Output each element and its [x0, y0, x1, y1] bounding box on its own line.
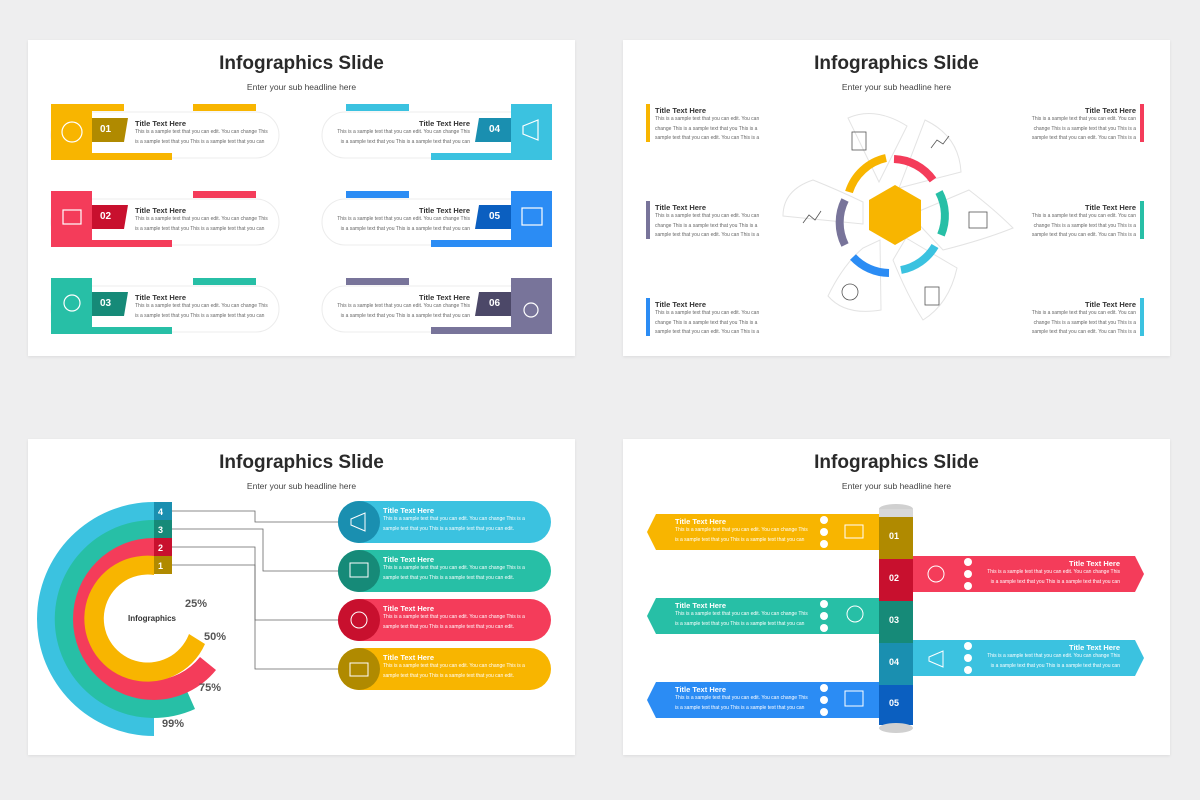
step-02-text: Title Text Here This is a sample text th…: [987, 559, 1120, 585]
layer-1: 1: [158, 561, 164, 571]
slide-title: Infographics Slide: [219, 53, 384, 74]
slide-subtitle: Enter your sub headline here: [246, 481, 357, 491]
item-left-1: Title Text Here This is a sample text th…: [655, 106, 760, 141]
team-icon: [350, 611, 368, 629]
step-03-text: Title Text Here This is a sample text th…: [675, 601, 808, 627]
slide4-graphics: [647, 504, 1144, 733]
card-04: [321, 104, 552, 160]
connector-lines: [172, 510, 340, 670]
layer-3: 3: [158, 525, 164, 535]
card-04-text: Title Text Here This is a sample text th…: [337, 119, 470, 145]
number-03: 03: [100, 298, 112, 309]
card-06-text: Title Text Here This is a sample text th…: [337, 293, 470, 319]
layer-2: 2: [158, 543, 164, 553]
arc-75: [54, 519, 195, 718]
card-06: [321, 278, 552, 334]
card-05-text: Title Text Here This is a sample text th…: [337, 206, 470, 232]
pill-3-text: Title Text Here This is a sample text th…: [383, 604, 525, 630]
card-01-text: Title Text Here This is a sample text th…: [135, 119, 268, 145]
team-icon: [927, 565, 945, 583]
step-04: 04: [889, 657, 900, 667]
megaphone-icon: [350, 512, 366, 532]
center-hexagon: [869, 185, 921, 245]
slide-radial-percent: Infographics Slide Enter your sub headli…: [28, 439, 575, 755]
pill-4-text: Title Text Here This is a sample text th…: [383, 653, 525, 679]
ring-arcs: [835, 154, 949, 277]
item-right-1: Title Text Here This is a sample text th…: [1031, 106, 1136, 141]
slide-cylinder-timeline: Infographics Slide Enter your sub headli…: [623, 439, 1170, 755]
number-01: 01: [100, 124, 112, 135]
pill-2-text: Title Text Here This is a sample text th…: [383, 555, 525, 581]
pill-1-text: Title Text Here This is a sample text th…: [383, 506, 525, 532]
percent-50: 50%: [204, 631, 227, 643]
center-label: Infographics: [128, 614, 177, 623]
browser-chart-icon: [521, 207, 543, 226]
card-02-text: Title Text Here This is a sample text th…: [135, 206, 268, 232]
search-chart-icon: [846, 605, 864, 623]
step-02: 02: [889, 573, 900, 583]
megaphone-icon: [522, 119, 539, 141]
resume-icon: [924, 286, 940, 306]
arc-99: [37, 502, 154, 736]
line-chart-icon: [930, 135, 950, 149]
basket-icon: [61, 121, 83, 143]
layer-4: 4: [158, 507, 164, 517]
slide-title: Infographics Slide: [219, 452, 384, 473]
slide-subtitle: Enter your sub headline here: [841, 82, 952, 92]
percent-99: 99%: [162, 718, 185, 730]
browser-chart-icon: [844, 690, 864, 707]
number-02: 02: [100, 211, 112, 222]
number-06: 06: [489, 298, 501, 309]
slide-subtitle: Enter your sub headline here: [246, 82, 357, 92]
trend-chart-icon: [802, 210, 822, 224]
arrow-02: [913, 556, 1144, 592]
document-list-icon: [851, 131, 867, 151]
item-left-3: Title Text Here This is a sample text th…: [655, 300, 760, 335]
calendar-icon: [968, 211, 988, 229]
slide2-graphics: [646, 104, 1144, 336]
chart-board-icon: [349, 562, 369, 578]
step-05-text: Title Text Here This is a sample text th…: [675, 685, 808, 711]
step-04-text: Title Text Here This is a sample text th…: [987, 643, 1120, 669]
arc-25: [84, 555, 205, 682]
step-03: 03: [889, 615, 900, 625]
search-chart-icon: [63, 294, 81, 312]
step-05: 05: [889, 698, 900, 708]
item-right-2: Title Text Here This is a sample text th…: [1031, 203, 1136, 238]
arrow-04: [913, 640, 1144, 676]
slide-subtitle: Enter your sub headline here: [841, 481, 952, 491]
card-02: [50, 191, 280, 247]
item-right-3: Title Text Here This is a sample text th…: [1031, 300, 1136, 335]
percent-75: 75%: [199, 682, 222, 694]
slide-hexagon-petals: Infographics Slide Enter your sub headli…: [623, 40, 1170, 356]
step-01: 01: [889, 531, 900, 541]
money-plant-icon: [523, 302, 539, 318]
card-03: [50, 278, 280, 334]
basket-icon: [844, 524, 864, 539]
card-03-text: Title Text Here This is a sample text th…: [135, 293, 268, 319]
card-05: [321, 191, 552, 247]
step-01-text: Title Text Here This is a sample text th…: [675, 517, 808, 543]
team-icon: [62, 209, 82, 225]
slide3-graphics: [37, 501, 551, 736]
dots: [820, 516, 972, 716]
card-01: [50, 104, 280, 160]
slide-title: Infographics Slide: [814, 452, 979, 473]
basket-icon: [349, 662, 369, 677]
item-left-2: Title Text Here This is a sample text th…: [655, 203, 760, 238]
slide1-graphics: [50, 104, 552, 334]
slide-numbered-list: Infographics Slide Enter your sub headli…: [28, 40, 575, 356]
globe-icon: [841, 283, 859, 301]
percent-25: 25%: [185, 598, 208, 610]
slide-title: Infographics Slide: [814, 53, 979, 74]
number-04: 04: [489, 124, 501, 135]
number-05: 05: [489, 211, 501, 222]
megaphone-icon: [928, 650, 944, 668]
